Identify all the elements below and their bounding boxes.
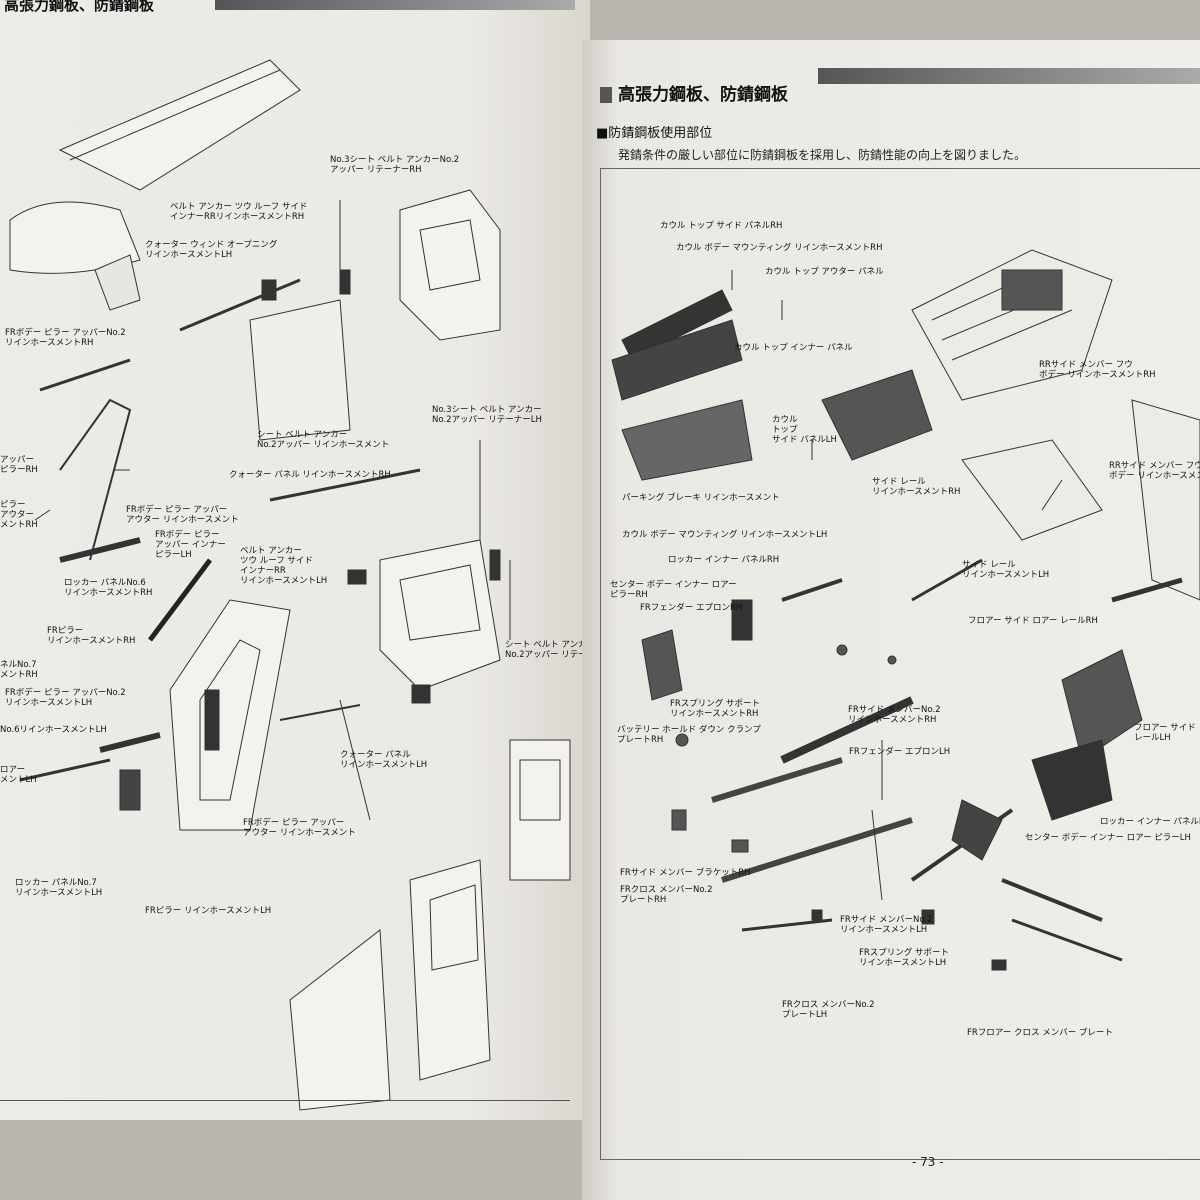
right-header-bar xyxy=(818,68,1200,84)
page-number: - 73 - xyxy=(912,1155,944,1169)
label-l-12: ロッカー パネルNo.6 リインホースメントRH xyxy=(64,578,153,598)
label-r-23: FRクロス メンバーNo.2 プレートRH xyxy=(620,885,713,905)
label-l-7: アッパー ピラーRH xyxy=(0,455,38,475)
label-r-11: センター ボデー インナー ロアー ピラーRH xyxy=(610,580,737,600)
header-box-icon xyxy=(600,87,612,103)
right-header-text: 高張力鋼板、防錆鋼板 xyxy=(618,85,788,105)
label-r-16: FRサイド メンバーNo.2 リインホースメントRH xyxy=(848,705,941,725)
label-l-9: FRボデー ピラー アッパー アウター リインホースメント xyxy=(126,505,239,525)
label-r-10: ロッカー インナー パネルRH xyxy=(668,555,780,565)
label-r-5: カウル トップ サイド パネルLH xyxy=(772,415,837,445)
label-r-18: FRフェンダー エプロンLH xyxy=(849,747,951,757)
label-r-19: フロアー サイド レールLH xyxy=(1134,723,1196,743)
label-l-6: クォーター パネル リインホースメントRH xyxy=(229,470,391,480)
label-r-3: カウル トップ インナー パネル xyxy=(734,343,853,353)
left-page-header: 高張力鋼板、防錆鋼板 xyxy=(4,0,154,15)
label-r-8: パーキング ブレーキ リインホースメント xyxy=(622,493,780,503)
label-l-0: No.3シート ベルト アンカーNo.2 アッパー リテーナーRH xyxy=(330,155,460,175)
label-l-19: クォーター パネル リインホースメントLH xyxy=(340,750,428,770)
label-r-7: サイド レール リインホースメントRH xyxy=(872,477,961,497)
label-l-21: ロッカー パネルNo.7 リインホースメントLH xyxy=(15,878,103,898)
label-l-2: クォーター ウィンド オープニング リインホースメントLH xyxy=(145,240,278,260)
label-r-4: RRサイド メンバー フウ ボデー リインホースメントRH xyxy=(1039,360,1156,380)
label-r-9: カウル ボデー マウンティング リインホースメントLH xyxy=(622,530,828,540)
left-header-text: 高張力鋼板、防錆鋼板 xyxy=(4,0,155,14)
left-footer-rule xyxy=(0,1100,570,1101)
label-r-27: FRフロアー クロス メンバー プレート xyxy=(967,1028,1113,1038)
label-r-12: サイド レール リインホースメントLH xyxy=(962,560,1050,580)
label-l-4: No.3シート ベルト アンカー No.2アッパー リテーナーLH xyxy=(432,405,542,425)
label-r-2: カウル トップ アウター パネル xyxy=(765,267,884,277)
right-parts-diagram xyxy=(611,249,1200,971)
label-r-22: FRサイド メンバー ブラケットRH xyxy=(620,868,751,878)
left-parts-diagram xyxy=(9,59,571,1111)
label-l-3: FRボデー ピラー アッパーNo.2 リインホースメントRH xyxy=(5,328,126,348)
label-r-26: FRクロス メンバーNo.2 プレートLH xyxy=(782,1000,875,1020)
label-l-18: ロアー メントLH xyxy=(0,765,37,785)
label-r-24: FRサイド メンバーNo.2 リインホースメントLH xyxy=(840,915,933,935)
label-l-17: No.6リインホースメントLH xyxy=(0,725,107,735)
label-l-13: FRピラー リインホースメントRH xyxy=(47,626,136,646)
left-header-bar xyxy=(215,0,575,10)
label-r-20: ロッカー インナー パネルLH xyxy=(1100,817,1200,827)
label-r-21: センター ボデー インナー ロアー ピラーLH xyxy=(1025,833,1191,843)
right-subheading: ■防錆鋼板使用部位 xyxy=(596,126,713,141)
label-r-25: FRスプリング サポート リインホースメントLH xyxy=(859,948,949,968)
left-page: 高張力鋼板、防錆鋼板 xyxy=(0,0,590,1120)
label-r-13: フロアー サイド ロアー レールRH xyxy=(968,616,1098,626)
label-l-20: FRボデー ピラー アッパー アウター リインホースメント xyxy=(243,818,356,838)
label-l-5: シート ベルト アンカー No.2アッパー リインホースメント xyxy=(257,430,390,450)
right-page: 高張力鋼板、防錆鋼板 ■防錆鋼板使用部位 発錆条件の厳しい部位に防錆鋼板を採用し… xyxy=(582,40,1200,1200)
label-l-14: シート ベルト アンカー No.2アッパー リテーナーRH xyxy=(505,640,590,660)
label-r-1: カウル ボデー マウンティング リインホースメントRH xyxy=(676,243,883,253)
label-l-15: ネルNo.7 メントRH xyxy=(0,660,38,680)
diagram-frame xyxy=(600,168,1200,1160)
label-l-11: ベルト アンカー ツウ ルーフ サイド インナーRR リインホースメントLH xyxy=(240,546,328,586)
label-l-8: ピラー アウター メントRH xyxy=(0,500,38,530)
label-l-10: FRボデー ピラー アッパー インナー ピラーLH xyxy=(155,530,226,560)
label-l-22: FRピラー リインホースメントLH xyxy=(145,906,272,916)
right-page-header: 高張力鋼板、防錆鋼板 xyxy=(600,80,788,105)
label-l-16: FRボデー ピラー アッパーNo.2 リインホースメントLH xyxy=(5,688,126,708)
label-l-1: ベルト アンカー ツウ ルーフ サイド インナーRRリインホースメントRH xyxy=(170,202,308,222)
right-caption: 発錆条件の厳しい部位に防錆鋼板を採用し、防錆性能の向上を図りました。 xyxy=(618,148,1027,162)
label-r-6: RRサイド メンバー フウ ボデー リインホースメントLH xyxy=(1109,461,1200,481)
label-r-0: カウル トップ サイド パネルRH xyxy=(660,221,783,231)
label-r-17: バッテリー ホールド ダウン クランプ プレートRH xyxy=(617,725,761,745)
label-r-14: FRフェンダー エプロンRH xyxy=(640,603,743,613)
label-r-15: FRスプリング サポート リインホースメントRH xyxy=(670,699,760,719)
